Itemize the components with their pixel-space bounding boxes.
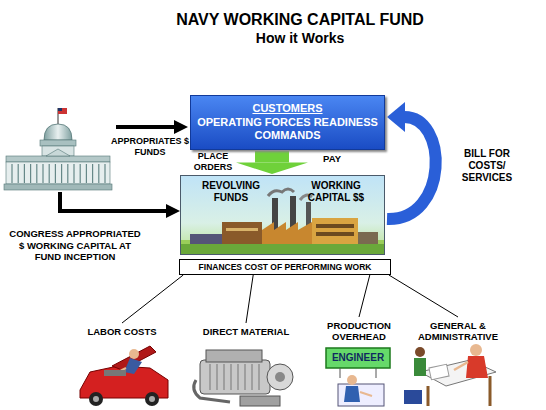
node-heading: GENERAL & ADMINISTRATIVE — [406, 320, 510, 342]
column-stroke — [30, 164, 31, 183]
diagram-title: NAVY WORKING CAPITAL FUND — [150, 10, 450, 29]
fin-stroke — [252, 364, 253, 390]
order-arrowhead — [236, 163, 308, 175]
subtitle: How it Works — [200, 30, 400, 47]
node-heading: LABOR COSTS — [70, 326, 174, 337]
flow-label: APPROPRIATES $ FUNDS — [110, 136, 190, 158]
column-stroke — [86, 164, 87, 183]
cost-line — [359, 275, 370, 317]
engineer-sign — [326, 348, 390, 406]
node-heading: CUSTOMERS — [195, 102, 380, 115]
column-stroke — [98, 164, 99, 183]
fin-stroke — [224, 364, 225, 390]
fin-stroke — [259, 364, 260, 390]
billing-arrow — [387, 117, 436, 219]
capitol-building — [4, 108, 112, 190]
fund-box: REVOLVING FUNDS WORKING CAPITAL $$ — [180, 175, 385, 255]
column-stroke — [42, 164, 43, 183]
node-heading: REVOLVING FUNDS — [191, 180, 271, 204]
node-heading: PRODUCTION OVERHEAD — [316, 320, 402, 342]
billing-arrowhead — [387, 102, 405, 132]
fin-stroke — [238, 364, 239, 390]
office-worker — [404, 344, 496, 406]
column-stroke — [55, 164, 56, 183]
node-heading: FINANCES COST OF PERFORMING WORK — [184, 262, 386, 272]
node-text: WORKING CAPITAL $$ — [296, 180, 376, 204]
column-stroke — [67, 164, 68, 183]
node-text: OPERATING FORCES READINESS COMMANDS — [195, 116, 380, 142]
appropriation-arrows — [60, 120, 188, 218]
factory-scene — [180, 175, 385, 255]
column-stroke — [73, 164, 74, 183]
node-heading: DIRECT MATERIAL — [190, 326, 302, 337]
cost-category: PRODUCTION OVERHEAD — [316, 320, 402, 342]
column-stroke — [49, 164, 50, 183]
column-stroke — [24, 164, 25, 183]
customer-box: CUSTOMERSOPERATING FORCES READINESS COMM… — [190, 95, 385, 150]
note-label: CONGRESS APPROPRIATED $ WORKING CAPITAL … — [6, 228, 144, 263]
fin-stroke — [210, 364, 211, 390]
cost-category: GENERAL & ADMINISTRATIVE — [406, 320, 510, 342]
cost-line — [246, 275, 253, 323]
column-stroke — [11, 164, 12, 183]
engine-parts — [194, 350, 293, 406]
fin-stroke — [217, 364, 218, 390]
column-stroke — [18, 164, 19, 183]
column-stroke — [80, 164, 81, 183]
cost-line — [389, 275, 458, 317]
column-stroke — [92, 164, 93, 183]
finance-box: FINANCES COST OF PERFORMING WORK — [179, 259, 391, 275]
column-stroke — [61, 164, 62, 183]
sign-text: ENGINEER — [326, 352, 390, 364]
edge-label: BILL FOR COSTS/ SERVICES — [446, 148, 528, 184]
fin-stroke — [245, 364, 246, 390]
mechanic-car — [80, 346, 168, 406]
cost-category: DIRECT MATERIAL — [190, 326, 302, 337]
fin-stroke — [231, 364, 232, 390]
cost-category: LABOR COSTS — [70, 326, 174, 337]
flow-label: PAY — [312, 153, 352, 164]
column-stroke — [36, 164, 37, 183]
cost-line — [122, 275, 183, 323]
order-arrow — [255, 151, 289, 163]
edge-label: PLACE ORDERS — [188, 151, 238, 173]
column-stroke — [104, 164, 105, 183]
